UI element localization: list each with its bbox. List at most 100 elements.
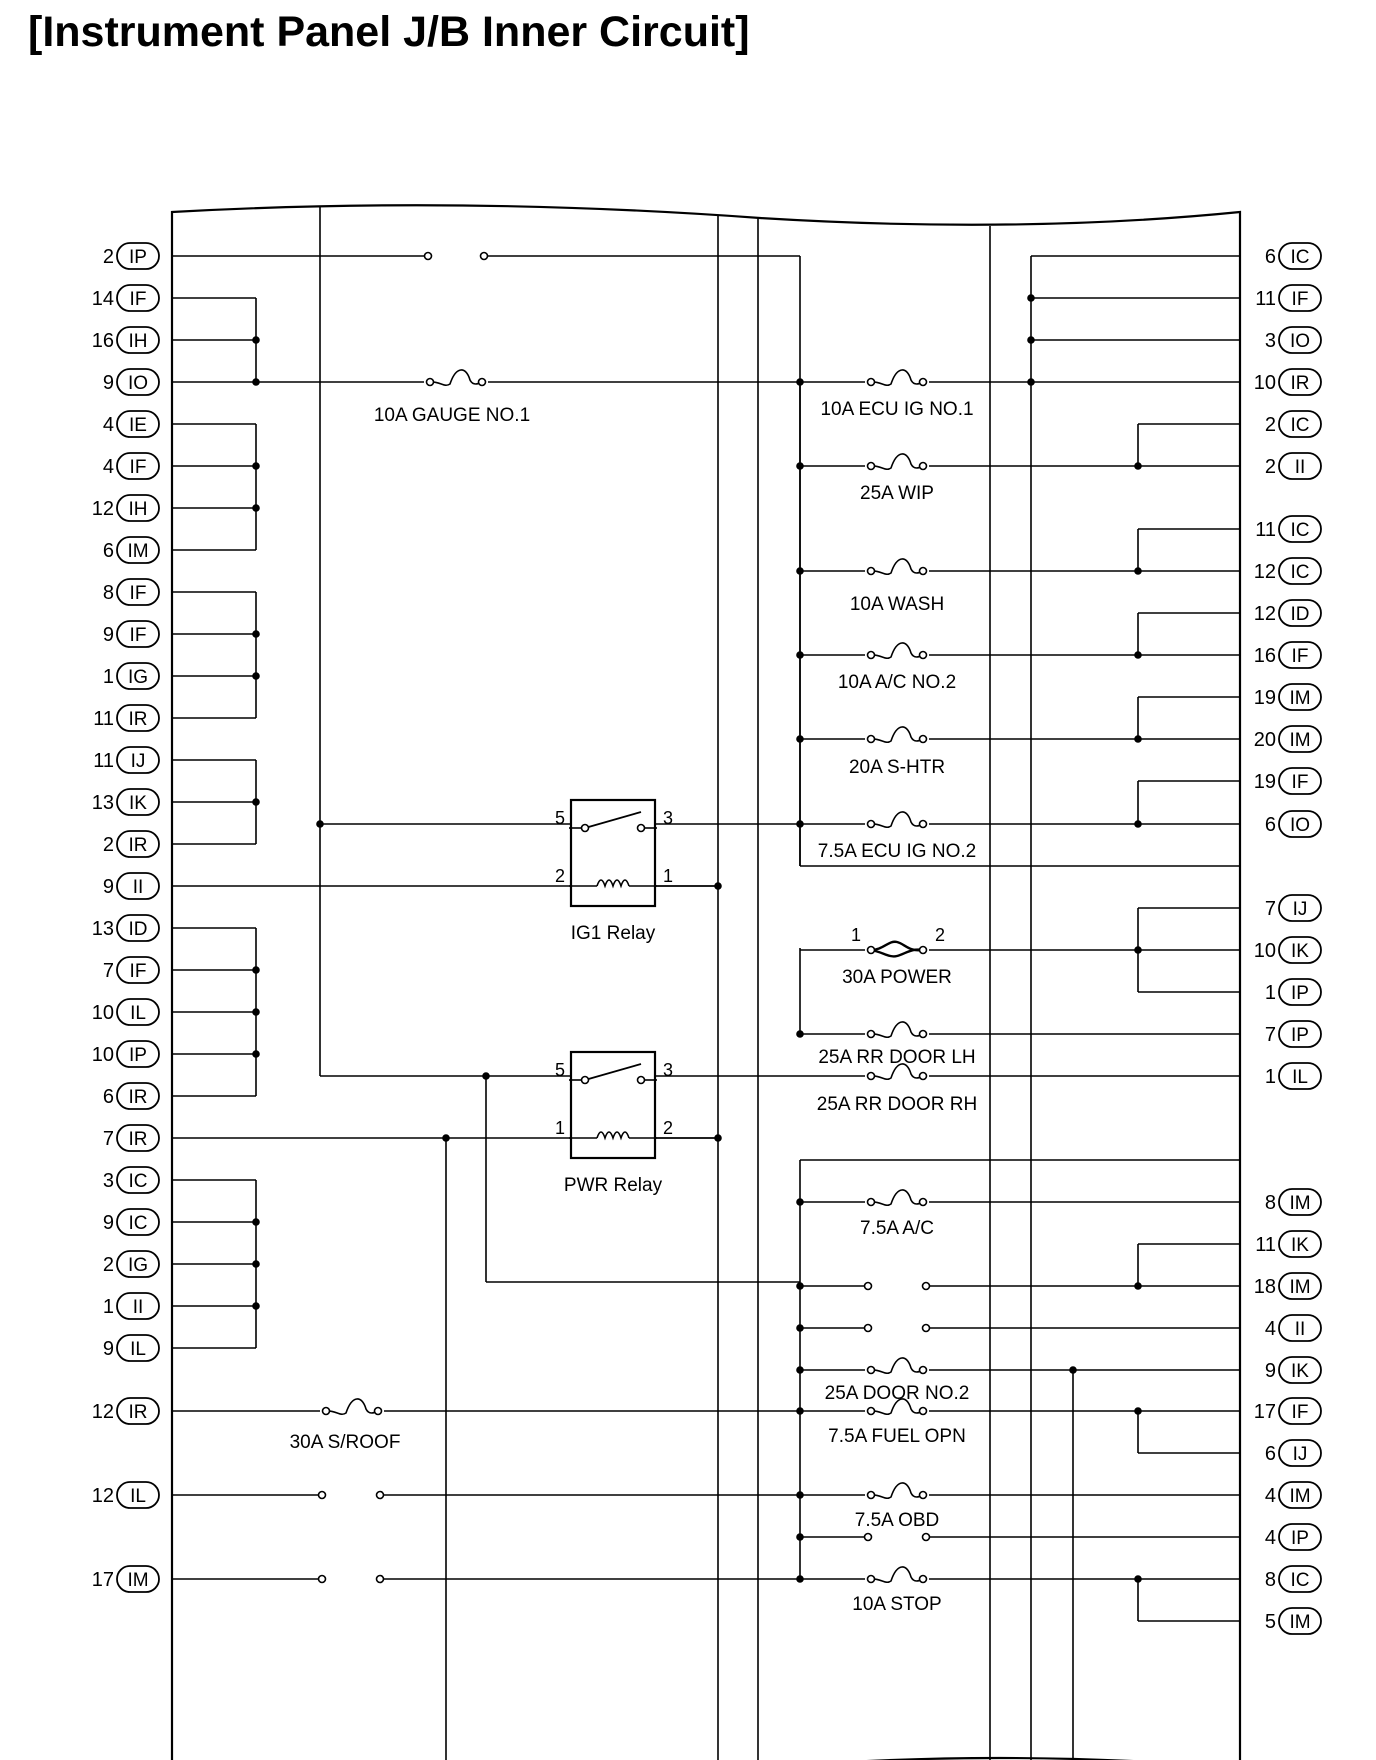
connector-code: IL bbox=[130, 1003, 146, 1024]
junction-dot bbox=[796, 378, 804, 386]
connector-bubble bbox=[116, 620, 160, 648]
junction-dot bbox=[316, 820, 324, 828]
pin-number: 7 bbox=[103, 960, 114, 982]
junction-dot bbox=[796, 1030, 804, 1038]
fuse-terminal bbox=[918, 734, 928, 744]
connector-code: IE bbox=[129, 415, 147, 436]
fuse-terminal bbox=[918, 377, 928, 387]
connector-code: IH bbox=[129, 331, 148, 352]
connector-code: ID bbox=[1291, 604, 1310, 625]
connector-code: IC bbox=[129, 1171, 148, 1192]
relay-terminal: 3 bbox=[663, 808, 673, 828]
connector-bubble bbox=[116, 1250, 160, 1278]
connector-bubble bbox=[116, 326, 160, 354]
junction-dot bbox=[252, 672, 260, 680]
connector-bubble bbox=[1278, 725, 1322, 753]
switch-terminal bbox=[317, 1490, 327, 1500]
connector-bubble bbox=[116, 494, 160, 522]
relay-label: PWR Relay bbox=[564, 1175, 663, 1196]
pin-number: 20 bbox=[1254, 729, 1276, 751]
connector-bubble bbox=[116, 704, 160, 732]
pin-number: 10 bbox=[92, 1002, 114, 1024]
connector-bubble bbox=[116, 1292, 160, 1320]
junction-dot bbox=[796, 651, 804, 659]
connector-bubble bbox=[1278, 1314, 1322, 1342]
fuse-gap bbox=[865, 378, 929, 386]
junction-dot bbox=[796, 735, 804, 743]
connector-code: II bbox=[1295, 457, 1306, 478]
fuse-terminal bbox=[866, 819, 876, 829]
fuse-label-8: 30A POWER bbox=[842, 967, 952, 988]
connector-code: IC bbox=[129, 1213, 148, 1234]
fuse-label-14: 30A S/ROOF bbox=[290, 1432, 401, 1453]
pin-number: 14 bbox=[92, 288, 114, 310]
fuse-gap bbox=[320, 1407, 384, 1415]
pin-number: 2 bbox=[1265, 414, 1276, 436]
switch-gap bbox=[322, 1575, 380, 1583]
relay-terminal: 3 bbox=[663, 1060, 673, 1080]
connector-code: IH bbox=[129, 499, 148, 520]
fuse-label-1: 10A GAUGE NO.1 bbox=[374, 405, 530, 426]
fuse-gap bbox=[865, 735, 929, 743]
connector-code: IR bbox=[129, 1129, 148, 1150]
pin-number: 13 bbox=[92, 792, 114, 814]
junction-dot bbox=[1027, 294, 1035, 302]
connector-bubble bbox=[116, 788, 160, 816]
connector-bubble bbox=[116, 1208, 160, 1236]
open-link-2 bbox=[863, 1323, 931, 1333]
junction-dot bbox=[1134, 1282, 1142, 1290]
junction-dot bbox=[252, 966, 260, 974]
connector-bubble bbox=[1278, 1397, 1322, 1425]
power-terminal: 2 bbox=[935, 925, 945, 945]
pin-number: 12 bbox=[1254, 561, 1276, 583]
pin-number: 1 bbox=[1265, 982, 1276, 1004]
connector-bubble bbox=[1278, 326, 1322, 354]
pin-number: 5 bbox=[1265, 1611, 1276, 1633]
connector-code: IC bbox=[1291, 562, 1310, 583]
switch-terminal bbox=[375, 1490, 385, 1500]
connector-bubble bbox=[116, 410, 160, 438]
junction-dot bbox=[1134, 651, 1142, 659]
connector-bubble bbox=[116, 662, 160, 690]
fuse-gap bbox=[865, 1575, 929, 1583]
breaker-s-roof bbox=[320, 1398, 384, 1416]
open-link-4 bbox=[317, 1490, 385, 1500]
connector-bubble bbox=[1278, 1230, 1322, 1258]
relay-coil bbox=[596, 879, 630, 889]
fuse-terminal bbox=[866, 1365, 876, 1375]
connector-bubble bbox=[116, 536, 160, 564]
connector-code: II bbox=[133, 1297, 144, 1318]
fuse-terminal bbox=[425, 377, 435, 387]
pin-number: 6 bbox=[103, 1086, 114, 1108]
connector-bubble bbox=[1278, 1020, 1322, 1048]
switch-gap bbox=[322, 1491, 380, 1499]
connector-code: IM bbox=[1289, 730, 1310, 751]
fuse-s-htr bbox=[865, 726, 929, 744]
fuse-label-13: 7.5A FUEL OPN bbox=[828, 1426, 966, 1447]
connector-code: IR bbox=[129, 1402, 148, 1423]
junction-dot bbox=[1027, 378, 1035, 386]
connector-bubble bbox=[116, 956, 160, 984]
pin-number: 8 bbox=[103, 582, 114, 604]
relay-box bbox=[569, 1050, 657, 1160]
fuse-element bbox=[870, 726, 924, 744]
junction-dot bbox=[1134, 946, 1142, 954]
open-link-3 bbox=[863, 1532, 931, 1542]
connector-bubble bbox=[1278, 1356, 1322, 1384]
fuse-terminal bbox=[866, 945, 876, 955]
fuse-fuel-opn bbox=[865, 1398, 929, 1416]
fuse-wip bbox=[865, 453, 929, 471]
connector-code: IR bbox=[1291, 373, 1310, 394]
